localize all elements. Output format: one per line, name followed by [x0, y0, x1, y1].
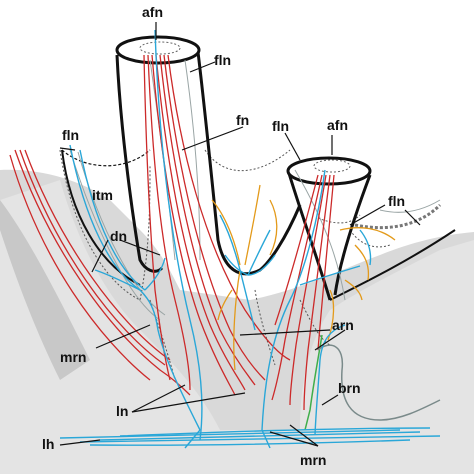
- right-tip-dashed: [317, 214, 361, 224]
- right-arm-dashed: [349, 229, 391, 248]
- red-fibers-left: [9, 149, 191, 396]
- label-afn-top: afn: [142, 4, 163, 20]
- leader-lines: [59, 22, 421, 447]
- label-brn: brn: [338, 380, 361, 396]
- red-fibers-central: [143, 54, 291, 396]
- label-afn-right: afn: [327, 117, 348, 133]
- label-lh: lh: [42, 436, 54, 452]
- central-tentacle-left-wall: [115, 54, 164, 273]
- right-tentacle-lumen: [313, 159, 351, 173]
- label-dn: dn: [110, 228, 127, 244]
- brn-nerve: [317, 344, 441, 421]
- central-tentacle-lumen: [139, 41, 181, 55]
- left-arm-outline: [61, 149, 141, 286]
- arm-base-region: [0, 180, 474, 474]
- far-right-fln-dashed: [354, 203, 442, 230]
- orange-fibers: [211, 184, 396, 371]
- green-fiber: [304, 334, 323, 431]
- central-tentacle-right-wall: [196, 51, 302, 276]
- label-fln-left: fln: [62, 127, 79, 143]
- label-mrn-bottom: mrn: [300, 452, 326, 468]
- central-tentacle-top: [115, 35, 201, 65]
- label-fln-mid: fln: [272, 118, 289, 134]
- label-fln-top: fln: [214, 52, 231, 68]
- blue-nerves: [59, 29, 441, 449]
- center-sheath-dashed: [204, 149, 291, 172]
- red-fibers-right: [271, 174, 335, 411]
- label-arn: arn: [332, 317, 354, 333]
- label-fn: fn: [236, 112, 249, 128]
- left-arm-cup: [61, 149, 151, 167]
- label-ln: ln: [116, 403, 128, 419]
- left-fold-shadow: [0, 200, 90, 380]
- label-itm: itm: [92, 187, 113, 203]
- label-mrn-left: mrn: [60, 349, 86, 365]
- label-fln-right: fln: [388, 193, 405, 209]
- right-tentacle-right-wall: [333, 174, 372, 296]
